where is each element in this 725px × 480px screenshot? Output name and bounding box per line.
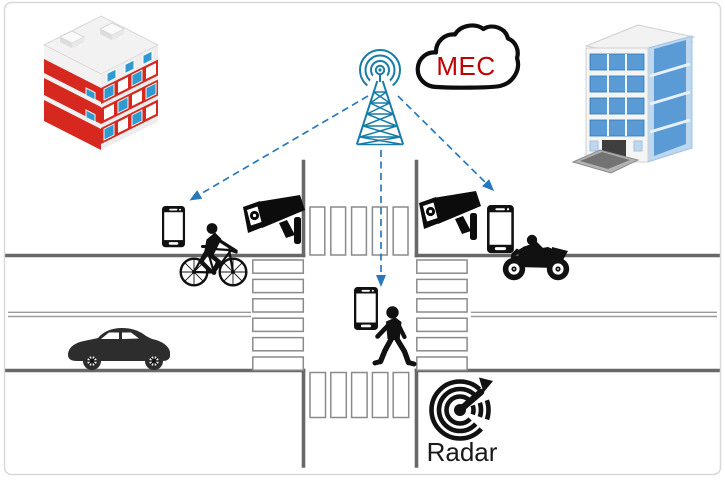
phone-pedestrian-icon [354, 287, 378, 330]
radar-label: Radar [427, 437, 498, 467]
pedestrian-icon [372, 306, 417, 367]
chimney [99, 22, 125, 40]
entrance-ramp [571, 149, 640, 174]
arrow-to-motorcyclist-phone [397, 95, 495, 192]
crosswalk-west [252, 259, 305, 371]
mec-links [189, 95, 495, 287]
center-line-west [8, 311, 251, 318]
phone-cyclist-icon [162, 206, 186, 248]
front-face [585, 47, 649, 163]
residential-building [42, 15, 160, 150]
mec-cloud: MEC [415, 23, 521, 90]
crosswalk-east [416, 259, 468, 371]
cyclist-icon [179, 223, 248, 287]
mec-label: MEC [436, 51, 495, 81]
center-line-east [471, 311, 717, 318]
crosswalk-south [309, 371, 410, 419]
radar-icon [429, 374, 504, 441]
phone-motorcyclist-icon [487, 205, 514, 254]
office-building [571, 24, 696, 174]
right-face [101, 45, 158, 150]
car-icon [68, 328, 170, 370]
cloud-outline [415, 23, 521, 90]
chimney [59, 30, 85, 48]
radar-sensor: Radar [427, 374, 504, 467]
motorcyclist-icon [502, 234, 570, 281]
crosswalk-north [309, 206, 409, 256]
base-station-tower-icon [355, 49, 405, 146]
